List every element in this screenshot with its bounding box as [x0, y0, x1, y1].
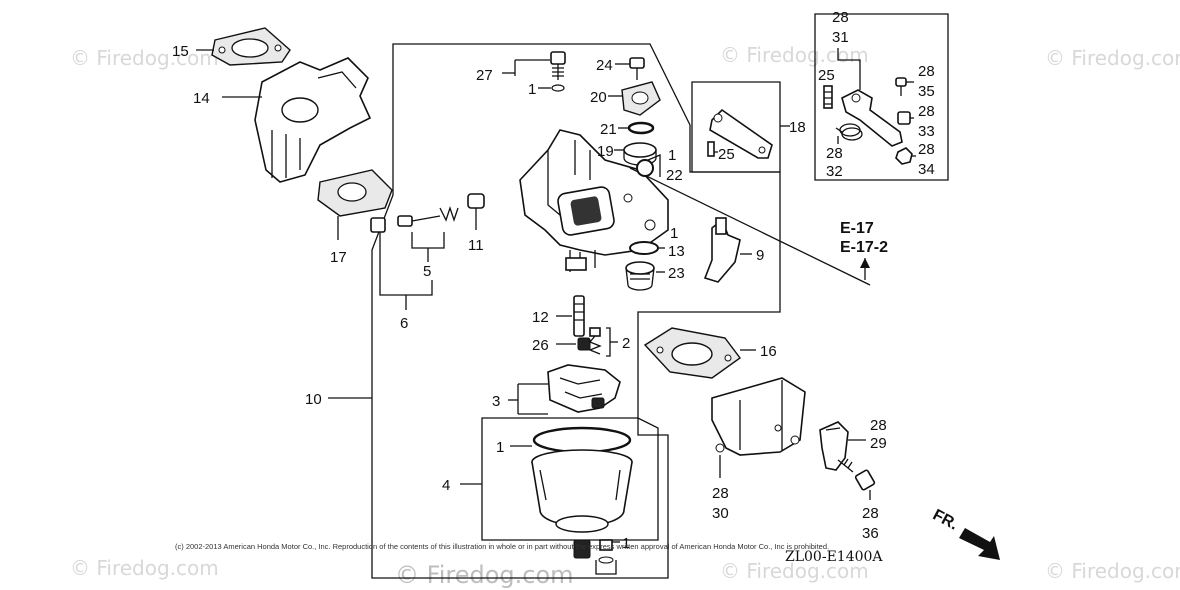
screw-11 — [467, 193, 485, 230]
callout-17: 17 — [330, 249, 347, 266]
inset-callout-35: 35 — [918, 83, 935, 100]
callout-18: 18 — [789, 119, 806, 136]
watermark: © Firedog.com — [70, 556, 219, 580]
watermark: © Firedog.com — [1045, 46, 1180, 70]
callout-14: 14 — [193, 90, 210, 107]
inset-frame — [814, 13, 949, 181]
callout-24: 24 — [596, 57, 613, 74]
callout-28: 28 — [862, 505, 879, 522]
float-9 — [703, 217, 741, 283]
callout-3: 3 — [492, 393, 500, 410]
callout-1: 1 — [670, 225, 678, 242]
callout-30: 30 — [712, 505, 729, 522]
svg-text:FR.: FR. — [930, 506, 961, 533]
inset-collar — [897, 111, 911, 125]
copyright-notice: (c) 2002-2013 American Honda Motor Co., … — [175, 542, 829, 551]
callout-5: 5 — [423, 263, 431, 280]
jet-26 — [577, 337, 591, 351]
diagram-code: ZL00-E1400A — [785, 549, 883, 565]
callout-28: 28 — [870, 417, 887, 434]
callout-29: 29 — [870, 435, 887, 452]
bracket-28-30 — [711, 377, 806, 456]
callout-6: 6 — [400, 315, 408, 332]
inset-spring — [823, 85, 833, 109]
callout-1: 1 — [528, 81, 536, 98]
callout-21: 21 — [600, 121, 617, 138]
drain-screw — [598, 539, 614, 564]
inset-callout-28: 28 — [918, 63, 935, 80]
ref-e17-2: E-17-2 — [840, 239, 888, 256]
callout-25: 25 — [718, 146, 735, 163]
pilot-screw-5 — [397, 205, 459, 227]
inset-callout-28: 28 — [918, 141, 935, 158]
watermark: © Firedog.com — [70, 46, 219, 70]
callout-15: 15 — [172, 43, 189, 60]
callout-27: 27 — [476, 67, 493, 84]
inset-18-frame — [691, 81, 781, 173]
ref-e17: E-17 — [840, 220, 874, 237]
callout-13: 13 — [668, 243, 685, 260]
needle-jet-12 — [573, 295, 585, 337]
clamp-28-29 — [819, 421, 849, 471]
throttle-stop-screw-27 — [550, 51, 566, 80]
inset-callout-28: 28 — [832, 9, 849, 26]
gasket-15 — [211, 27, 291, 66]
inset-callout-31: 31 — [832, 29, 849, 46]
callout-19: 19 — [597, 143, 614, 160]
callout-23: 23 — [668, 265, 685, 282]
nut — [370, 217, 386, 233]
washer — [551, 84, 565, 92]
insulator-14 — [254, 57, 372, 183]
callout-1: 1 — [622, 535, 630, 552]
callout-1: 1 — [496, 439, 504, 456]
main-frame-outline — [371, 43, 781, 579]
callout-28: 28 — [712, 485, 729, 502]
watermark: © Firedog.com — [1045, 559, 1180, 583]
choke-lever-18 — [707, 108, 773, 159]
callout-26: 26 — [532, 337, 549, 354]
inset-callout-28: 28 — [826, 145, 843, 162]
inset-callout-33: 33 — [918, 123, 935, 140]
carburetor-body — [519, 129, 669, 272]
screw-set-2 — [588, 327, 602, 355]
callout-2: 2 — [622, 335, 630, 352]
watermarks: © Firedog.com © Firedog.com © Firedog.co… — [70, 43, 1180, 589]
inset-spring-coil — [835, 123, 863, 141]
callout-12: 12 — [532, 309, 549, 326]
inset-screw — [895, 77, 907, 87]
insulator-19 — [623, 142, 657, 166]
gasket-16 — [643, 327, 741, 379]
callout-11: 11 — [468, 237, 484, 254]
bolt-28-36 — [837, 458, 876, 491]
callout-20: 20 — [590, 89, 607, 106]
inset-callout-25: 25 — [818, 67, 835, 84]
o-ring-21 — [627, 121, 655, 135]
callout-22: 22 — [666, 167, 683, 184]
callout-9: 9 — [756, 247, 764, 264]
callout-36: 36 — [862, 525, 879, 542]
ring-13 — [629, 241, 659, 255]
callout-10: 10 — [305, 391, 322, 408]
inset-lever — [841, 89, 903, 147]
inset-nut — [895, 147, 913, 165]
jet-23 — [625, 261, 655, 291]
watermark: © Firedog.com — [395, 561, 574, 589]
gasket-22 — [636, 159, 654, 177]
plate-20 — [621, 81, 661, 116]
front-direction-arrow: FR. — [930, 506, 1000, 560]
callout-1: 1 — [668, 147, 676, 164]
inset-callout-34: 34 — [918, 161, 935, 178]
float-chamber-3 — [547, 364, 621, 413]
gasket-17 — [317, 169, 393, 217]
screw-24 — [629, 57, 645, 80]
callout-16: 16 — [760, 343, 777, 360]
watermark: © Firedog.com — [720, 43, 869, 67]
inset-callout-32: 32 — [826, 163, 843, 180]
inset-callout-28: 28 — [918, 103, 935, 120]
float-bowl-4 — [531, 426, 633, 559]
callout-4: 4 — [442, 477, 450, 494]
watermark: © Firedog.com — [720, 559, 869, 583]
